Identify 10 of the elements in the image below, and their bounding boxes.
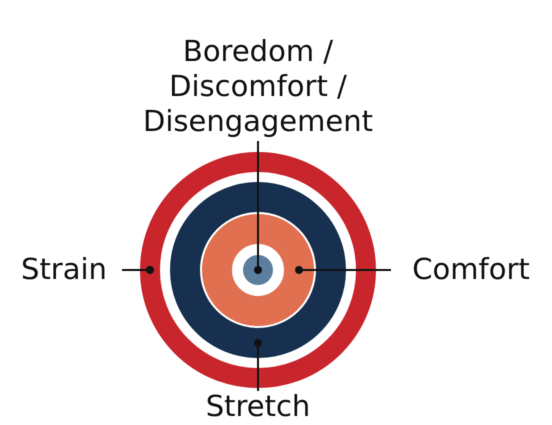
ring-label: Boredom / Discomfort / Disengagement: [108, 34, 408, 139]
center-circle: [243, 255, 273, 285]
leader-line: [122, 266, 154, 274]
leader-line: [254, 339, 262, 391]
ring-label: Stretch: [178, 389, 338, 424]
ring-label: Strain: [8, 252, 120, 287]
leader-line: [254, 141, 262, 274]
middle-ring: [170, 182, 346, 358]
ring-label: Comfort: [393, 252, 549, 287]
leader-line: [295, 266, 391, 274]
